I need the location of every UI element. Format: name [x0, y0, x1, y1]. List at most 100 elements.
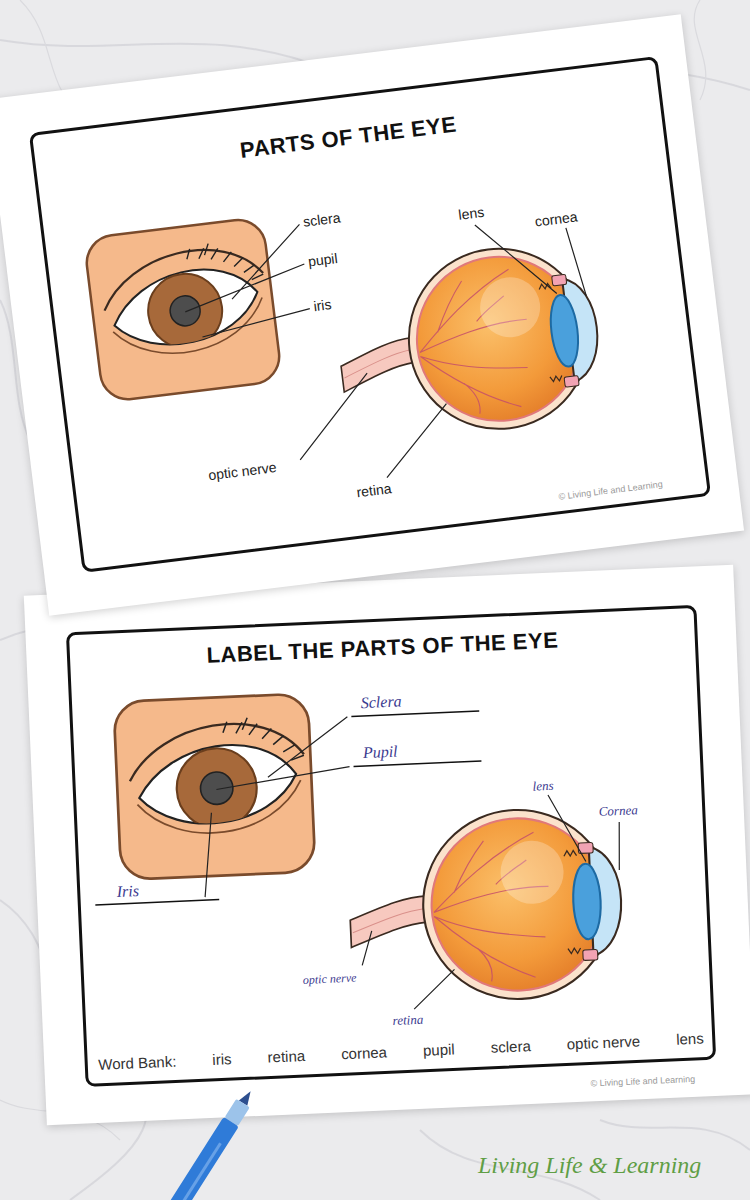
pupil-disc	[168, 294, 201, 327]
part-label: pupil	[307, 250, 338, 269]
iris-section	[583, 949, 598, 960]
handwritten-answer: lens	[532, 778, 554, 795]
label-holder: iris	[212, 1050, 232, 1069]
label-holder: sclera	[490, 1037, 531, 1057]
ciliary-body	[539, 283, 563, 382]
label-holder: sclera	[302, 208, 341, 230]
label-holder: Cornea	[598, 800, 638, 820]
label-holder: retina	[267, 1047, 305, 1067]
lower-lid	[111, 297, 267, 360]
eyeball-interior	[428, 815, 608, 995]
label-holder: Sclera	[360, 692, 402, 712]
part-label: sclera	[302, 209, 341, 229]
word-bank-item: pupil	[423, 1040, 455, 1058]
word-bank-item: optic nerve	[566, 1032, 640, 1052]
word-bank-item: sclera	[490, 1037, 531, 1056]
eye-cross-section	[346, 806, 625, 1007]
leader-line	[176, 191, 605, 500]
nerve-fibres	[352, 909, 426, 933]
title-holder: PARTS OF THE EYE	[239, 112, 458, 164]
pen-shine	[155, 1142, 222, 1200]
word-bank-item: retina	[267, 1047, 305, 1066]
label-holder: Living Life & Learning	[478, 1152, 701, 1179]
skin-patch	[113, 693, 315, 880]
copyright-note: © Living Life and Learning	[558, 479, 663, 502]
label-holder: pupil	[423, 1040, 455, 1059]
pen-barrel	[116, 1117, 239, 1200]
handwritten-answer: Sclera	[360, 692, 402, 712]
title-holder: LABEL THE PARTS OF THE EYE	[206, 627, 559, 668]
front-eye	[84, 217, 283, 403]
label-holder: Word Bank:	[98, 1053, 177, 1074]
front-eye	[113, 693, 315, 880]
handwritten-answer: Iris	[116, 882, 139, 901]
sclera-wall	[419, 806, 616, 1003]
eye-highlight	[499, 839, 565, 905]
word-bank-heading: Word Bank:	[98, 1053, 177, 1073]
handwritten-answer: retina	[392, 1012, 423, 1029]
answer-line	[88, 711, 487, 905]
label-holder: © Living Life and Learning	[590, 1068, 695, 1091]
copyright-note: © Living Life and Learning	[590, 1074, 695, 1089]
iris-group	[144, 270, 226, 352]
label-holder: optic nerve	[566, 1032, 640, 1053]
label-holder: optic nerve	[302, 968, 356, 988]
worksheet: LABEL THE PARTS OF THE EYE Word Bank: iris…	[24, 565, 750, 1125]
part-label: cornea	[534, 208, 578, 229]
optic-nerve	[339, 337, 418, 392]
handwritten-answer: Pupil	[363, 743, 398, 762]
word-bank-item: iris	[212, 1050, 232, 1068]
part-label: lens	[458, 204, 485, 223]
iris-disc	[175, 747, 258, 830]
label-holder: optic nerve	[207, 458, 277, 484]
sheet-title: PARTS OF THE EYE	[239, 112, 458, 164]
worksheet: PARTS OF THE EYE sclera pupil iris lens corne…	[0, 14, 744, 615]
label-holder: Pupil	[363, 743, 398, 762]
optic-nerve	[349, 896, 429, 948]
skin-patch	[84, 217, 283, 403]
word-bank-item: cornea	[341, 1043, 388, 1062]
leader-line	[198, 705, 627, 1018]
eyeball-interior	[408, 247, 591, 430]
eye-white	[109, 263, 263, 352]
eyelashes	[185, 237, 263, 287]
sheet-border	[67, 606, 714, 1085]
sclera-wall	[399, 239, 600, 440]
label-holder: Iris	[116, 882, 139, 901]
label-holder: cornea	[341, 1043, 388, 1063]
part-label: optic nerve	[207, 459, 277, 483]
word-bank-row: Word Bank: iris retina cornea pupil sclera opt…	[98, 1030, 704, 1074]
sheet-illustration	[0, 14, 744, 615]
part-label: retina	[356, 480, 393, 500]
sheet-title: LABEL THE PARTS OF THE EYE	[206, 627, 559, 668]
watermark-logo: Living Life & Learning	[478, 1152, 701, 1179]
iris-section	[564, 375, 579, 387]
label-holder: © Living Life and Learning	[557, 473, 663, 504]
pupil-disc	[200, 771, 234, 805]
nerve-fibres	[342, 350, 414, 378]
part-label: iris	[313, 296, 333, 314]
label-holder: lens	[532, 776, 554, 795]
label-holder: cornea	[534, 207, 579, 230]
iris-disc	[144, 270, 226, 352]
iris-group	[175, 747, 258, 830]
eyelashes	[222, 715, 304, 763]
label-holder: iris	[312, 295, 332, 315]
handwritten-answer: Cornea	[598, 802, 638, 820]
lens-shape	[547, 293, 582, 368]
eye-highlight	[477, 274, 544, 341]
blue-pen	[116, 1086, 258, 1200]
label-holder: pupil	[307, 249, 339, 270]
handwritten-answer: optic nerve	[302, 971, 356, 988]
label-holder: lens	[457, 203, 485, 224]
eye-cross-section	[329, 238, 608, 448]
label-holder: retina	[392, 1010, 423, 1029]
label-holder: retina	[355, 479, 392, 501]
label-holder: lens	[676, 1030, 704, 1049]
ciliary-body	[564, 850, 581, 953]
iris-section	[552, 274, 567, 286]
word-bank-item: lens	[676, 1030, 704, 1048]
sheet-border	[30, 58, 709, 571]
lens-shape	[572, 863, 603, 940]
